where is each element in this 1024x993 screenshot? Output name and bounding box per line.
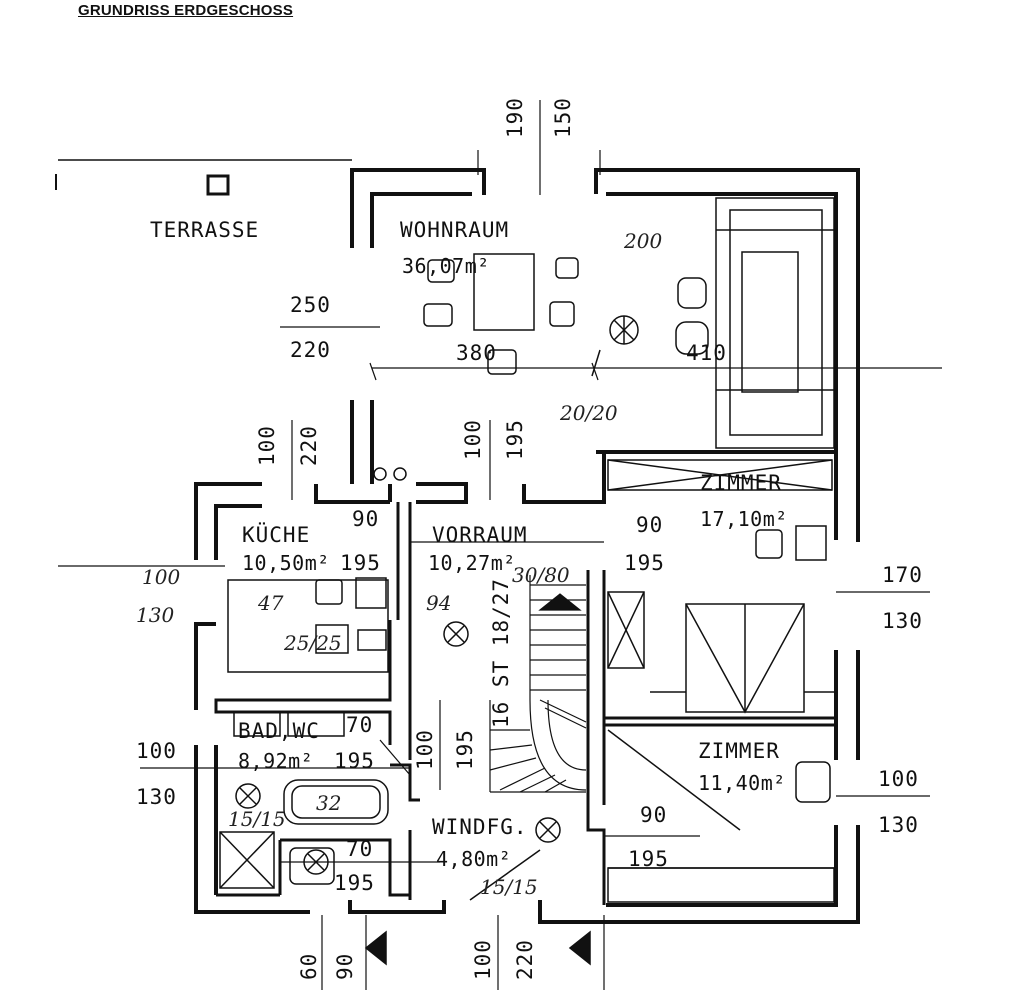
dimension-lines — [58, 100, 942, 990]
note-v-3080: 30/80 — [512, 563, 570, 587]
dim-v-195: 195 — [503, 419, 527, 460]
dim-w-410: 410 — [686, 341, 727, 365]
dim-bot-220: 220 — [513, 939, 537, 980]
dim-top-190: 190 — [503, 97, 527, 138]
dim-l-130: 130 — [136, 603, 174, 627]
note-v-94: 94 — [426, 591, 451, 615]
dim-wc-70: 70 — [346, 837, 373, 861]
dim-wc-195: 195 — [334, 871, 375, 895]
wohnraum-label: WOHNRAUM — [400, 218, 509, 242]
bathroom-fixtures — [219, 711, 389, 889]
note-wf-1515: 15/15 — [480, 875, 538, 899]
dim-z-90: 90 — [636, 513, 663, 537]
kitchen-furniture — [227, 577, 389, 673]
dim-bot-100: 100 — [471, 939, 495, 980]
living-furniture — [373, 197, 836, 481]
dim-r2-100: 100 — [878, 767, 919, 791]
dim-z-195: 195 — [624, 551, 665, 575]
dim-m-100: 100 — [413, 729, 437, 770]
dim-k-90: 90 — [352, 507, 379, 531]
dim-m-195: 195 — [453, 729, 477, 770]
entrance-fixtures — [364, 349, 601, 966]
note-k-47: 47 — [257, 591, 284, 615]
note-b-32: 32 — [316, 791, 341, 815]
dim-b-195: 195 — [334, 749, 375, 773]
stair-label: 16 ST 18/27 — [489, 578, 513, 728]
staircase — [489, 575, 587, 793]
dim-k-100: 100 — [255, 425, 279, 466]
dim-b-70: 70 — [346, 713, 373, 737]
dim-v-100: 100 — [461, 419, 485, 460]
dim-r2-130: 130 — [878, 813, 919, 837]
dim-l-100: 100 — [142, 565, 180, 589]
dim-w-250: 250 — [290, 293, 331, 317]
exterior-walls — [194, 168, 860, 924]
dim-r-130: 130 — [882, 609, 923, 633]
dim-wf-90: 90 — [640, 803, 667, 827]
vorraum-area: 10,27m² — [428, 551, 516, 575]
dim-b-100: 100 — [136, 739, 177, 763]
zimmer2-label: ZIMMER — [698, 739, 780, 763]
windfang-label: WINDFG. — [432, 815, 528, 839]
zimmer-furniture — [607, 459, 836, 903]
dim-w-380: 380 — [456, 341, 497, 365]
dim-k-195: 195 — [340, 551, 381, 575]
dim-top-150: 150 — [551, 97, 575, 138]
zimmer1-area: 17,10m² — [700, 507, 788, 531]
dim-bot-90: 90 — [333, 953, 357, 980]
note-b-1515: 15/15 — [228, 807, 286, 831]
dim-w-220: 220 — [290, 338, 331, 362]
dim-bot-60: 60 — [297, 953, 321, 980]
kueche-area: 10,50m² — [242, 551, 330, 575]
bad-area: 8,92m² — [238, 749, 313, 773]
dim-b-130: 130 — [136, 785, 177, 809]
zimmer1-label: ZIMMER — [700, 471, 782, 495]
zimmer2-area: 11,40m² — [698, 771, 786, 795]
terrasse-label: TERRASSE — [150, 218, 259, 242]
interior-walls — [214, 502, 836, 905]
note-w-200: 200 — [623, 229, 662, 253]
kueche-label: KÜCHE — [242, 522, 310, 547]
bad-label: BAD,WC — [238, 719, 320, 743]
dim-r-170: 170 — [882, 563, 923, 587]
dim-k-220: 220 — [297, 425, 321, 466]
note-k-2525: 25/25 — [283, 631, 342, 655]
dim-wf-195: 195 — [628, 847, 669, 871]
wohnraum-area: 36,07m² — [402, 254, 490, 278]
page-title: GRUNDRISS ERDGESCHOSS — [78, 2, 294, 19]
terrace-outline — [55, 159, 352, 196]
windfang-area: 4,80m² — [436, 847, 511, 871]
vorraum-label: VORRAUM — [432, 523, 528, 547]
note-w-2020: 20/20 — [559, 401, 618, 425]
